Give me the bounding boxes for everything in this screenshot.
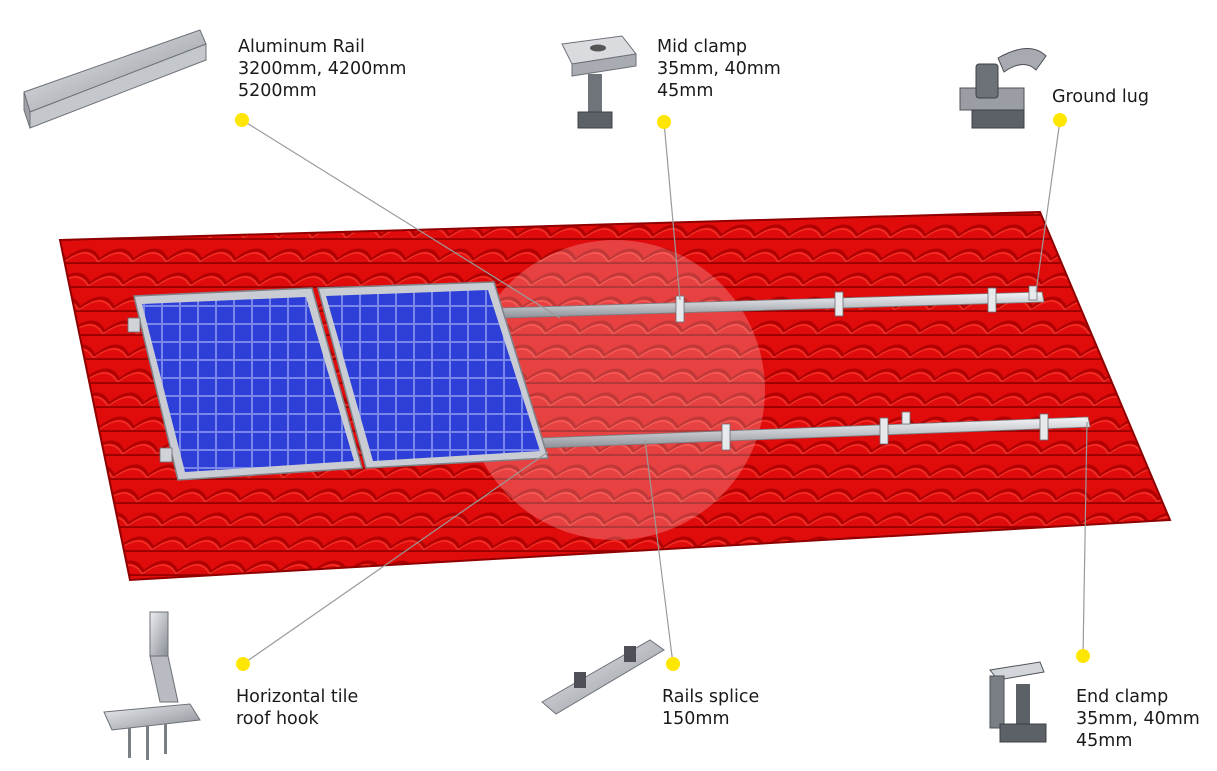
aluminum-rail-spec-2: 5200mm <box>238 81 317 101</box>
mid-clamp-name: Mid clamp <box>657 37 747 57</box>
rails-splice-spec-1: 150mm <box>662 709 730 729</box>
tile-roof-hook-name-2: roof hook <box>236 709 319 729</box>
mid-clamp-spec-1: 35mm, 40mm <box>657 59 781 79</box>
ground-lug-label: Ground lug <box>1052 86 1149 108</box>
tile-roof-hook-label: Horizontal tile roof hook <box>236 686 358 730</box>
panel-end-clamps <box>127 317 173 463</box>
solar-panel-right <box>317 281 549 469</box>
callout-dots <box>235 113 1090 671</box>
end-clamp-spec-2: 45mm <box>1076 731 1133 751</box>
mid-clamp-icon <box>561 35 637 129</box>
aluminum-rail-icon <box>23 29 207 129</box>
solar-panel-left <box>133 287 363 481</box>
aluminum-rail-label: Aluminum Rail 3200mm, 4200mm 5200mm <box>238 36 406 102</box>
rail-fittings <box>675 285 1049 451</box>
end-clamp-name: End clamp <box>1076 687 1169 707</box>
leader-lines <box>241 119 1088 665</box>
ground-lug-name: Ground lug <box>1052 87 1149 107</box>
ground-lug-icon <box>959 48 1047 129</box>
aluminum-rail-name: Aluminum Rail <box>238 37 365 57</box>
rails-splice-name: Rails splice <box>662 687 760 707</box>
tile-roof-hook-icon <box>103 611 201 760</box>
rails-splice-label: Rails splice 150mm <box>662 686 759 730</box>
aluminum-rail-spec-1: 3200mm, 4200mm <box>238 59 407 79</box>
mid-clamp-spec-2: 45mm <box>657 81 714 101</box>
end-clamp-spec-1: 35mm, 40mm <box>1076 709 1200 729</box>
mid-clamp-label: Mid clamp 35mm, 40mm 45mm <box>657 36 781 102</box>
end-clamp-icon <box>989 661 1047 743</box>
end-clamp-label: End clamp 35mm, 40mm 45mm <box>1076 686 1200 752</box>
rails-splice-icon <box>541 639 665 715</box>
tile-roof-hook-name-1: Horizontal tile <box>236 687 359 707</box>
